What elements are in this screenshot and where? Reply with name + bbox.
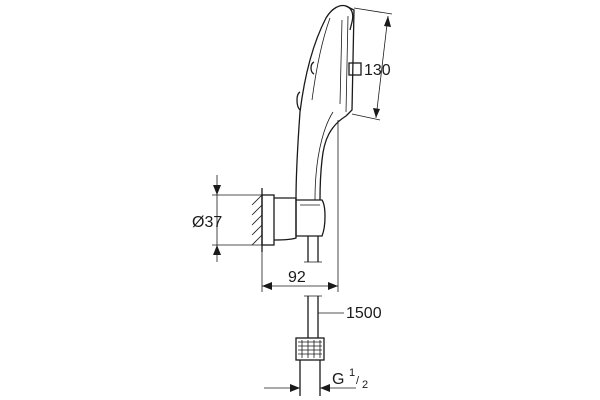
holder-diameter-label: Ø37	[192, 214, 222, 231]
spray-button	[296, 91, 301, 111]
handle-front	[319, 115, 347, 201]
dim-thread: G 1 / 2	[264, 367, 368, 392]
dim-holder-diameter: Ø37	[192, 175, 262, 262]
hose-nut	[295, 337, 325, 361]
thread-denominator: 2	[362, 379, 368, 391]
hose	[295, 261, 325, 396]
wall-hatch	[251, 194, 263, 246]
wall-plate	[261, 194, 275, 246]
head-size-label: 130	[364, 62, 391, 79]
hand-shower	[295, 4, 355, 201]
holder-projection-label: 92	[288, 269, 306, 286]
shower-head-face-inner-2	[339, 19, 343, 105]
square-symbol	[348, 62, 362, 76]
nut-knurling	[298, 340, 322, 358]
thread-label: G	[332, 371, 344, 388]
holder-arm	[273, 197, 297, 241]
thread-slash: /	[356, 375, 360, 387]
thread-numerator: 1	[349, 367, 355, 379]
wall-holder	[251, 188, 326, 262]
dim-holder-projection: 92	[261, 120, 339, 292]
shower-head-face	[345, 5, 355, 117]
spray-button-2	[310, 61, 315, 75]
head-back-curve	[311, 17, 331, 101]
holder-cup	[295, 199, 326, 237]
hose-length-label: 1500	[346, 305, 382, 322]
hand-shower-outline	[295, 4, 354, 201]
dim-head-size: 130	[348, 7, 393, 121]
dim-hose-length: 1500	[318, 305, 382, 322]
shower-head-face-inner	[345, 15, 349, 113]
handle-inner-line	[314, 111, 334, 201]
